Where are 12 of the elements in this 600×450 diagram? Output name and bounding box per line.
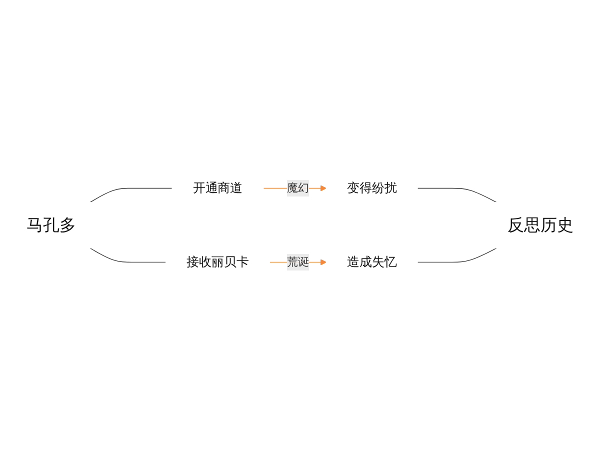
node-text: 马孔多 [26, 215, 76, 235]
node-text: 变得纷扰 [347, 180, 397, 196]
node-text: 反思历史 [507, 215, 574, 235]
connector [90, 247, 166, 262]
node-text: 接收丽贝卡 [186, 254, 249, 270]
connector [90, 188, 172, 203]
edge-label: 荒诞 [286, 255, 309, 268]
connector [417, 247, 497, 262]
edge-label: 魔幻 [286, 181, 309, 194]
node-text: 造成失忆 [347, 254, 397, 270]
connector [417, 188, 497, 203]
node-text: 开通商道 [192, 180, 243, 196]
